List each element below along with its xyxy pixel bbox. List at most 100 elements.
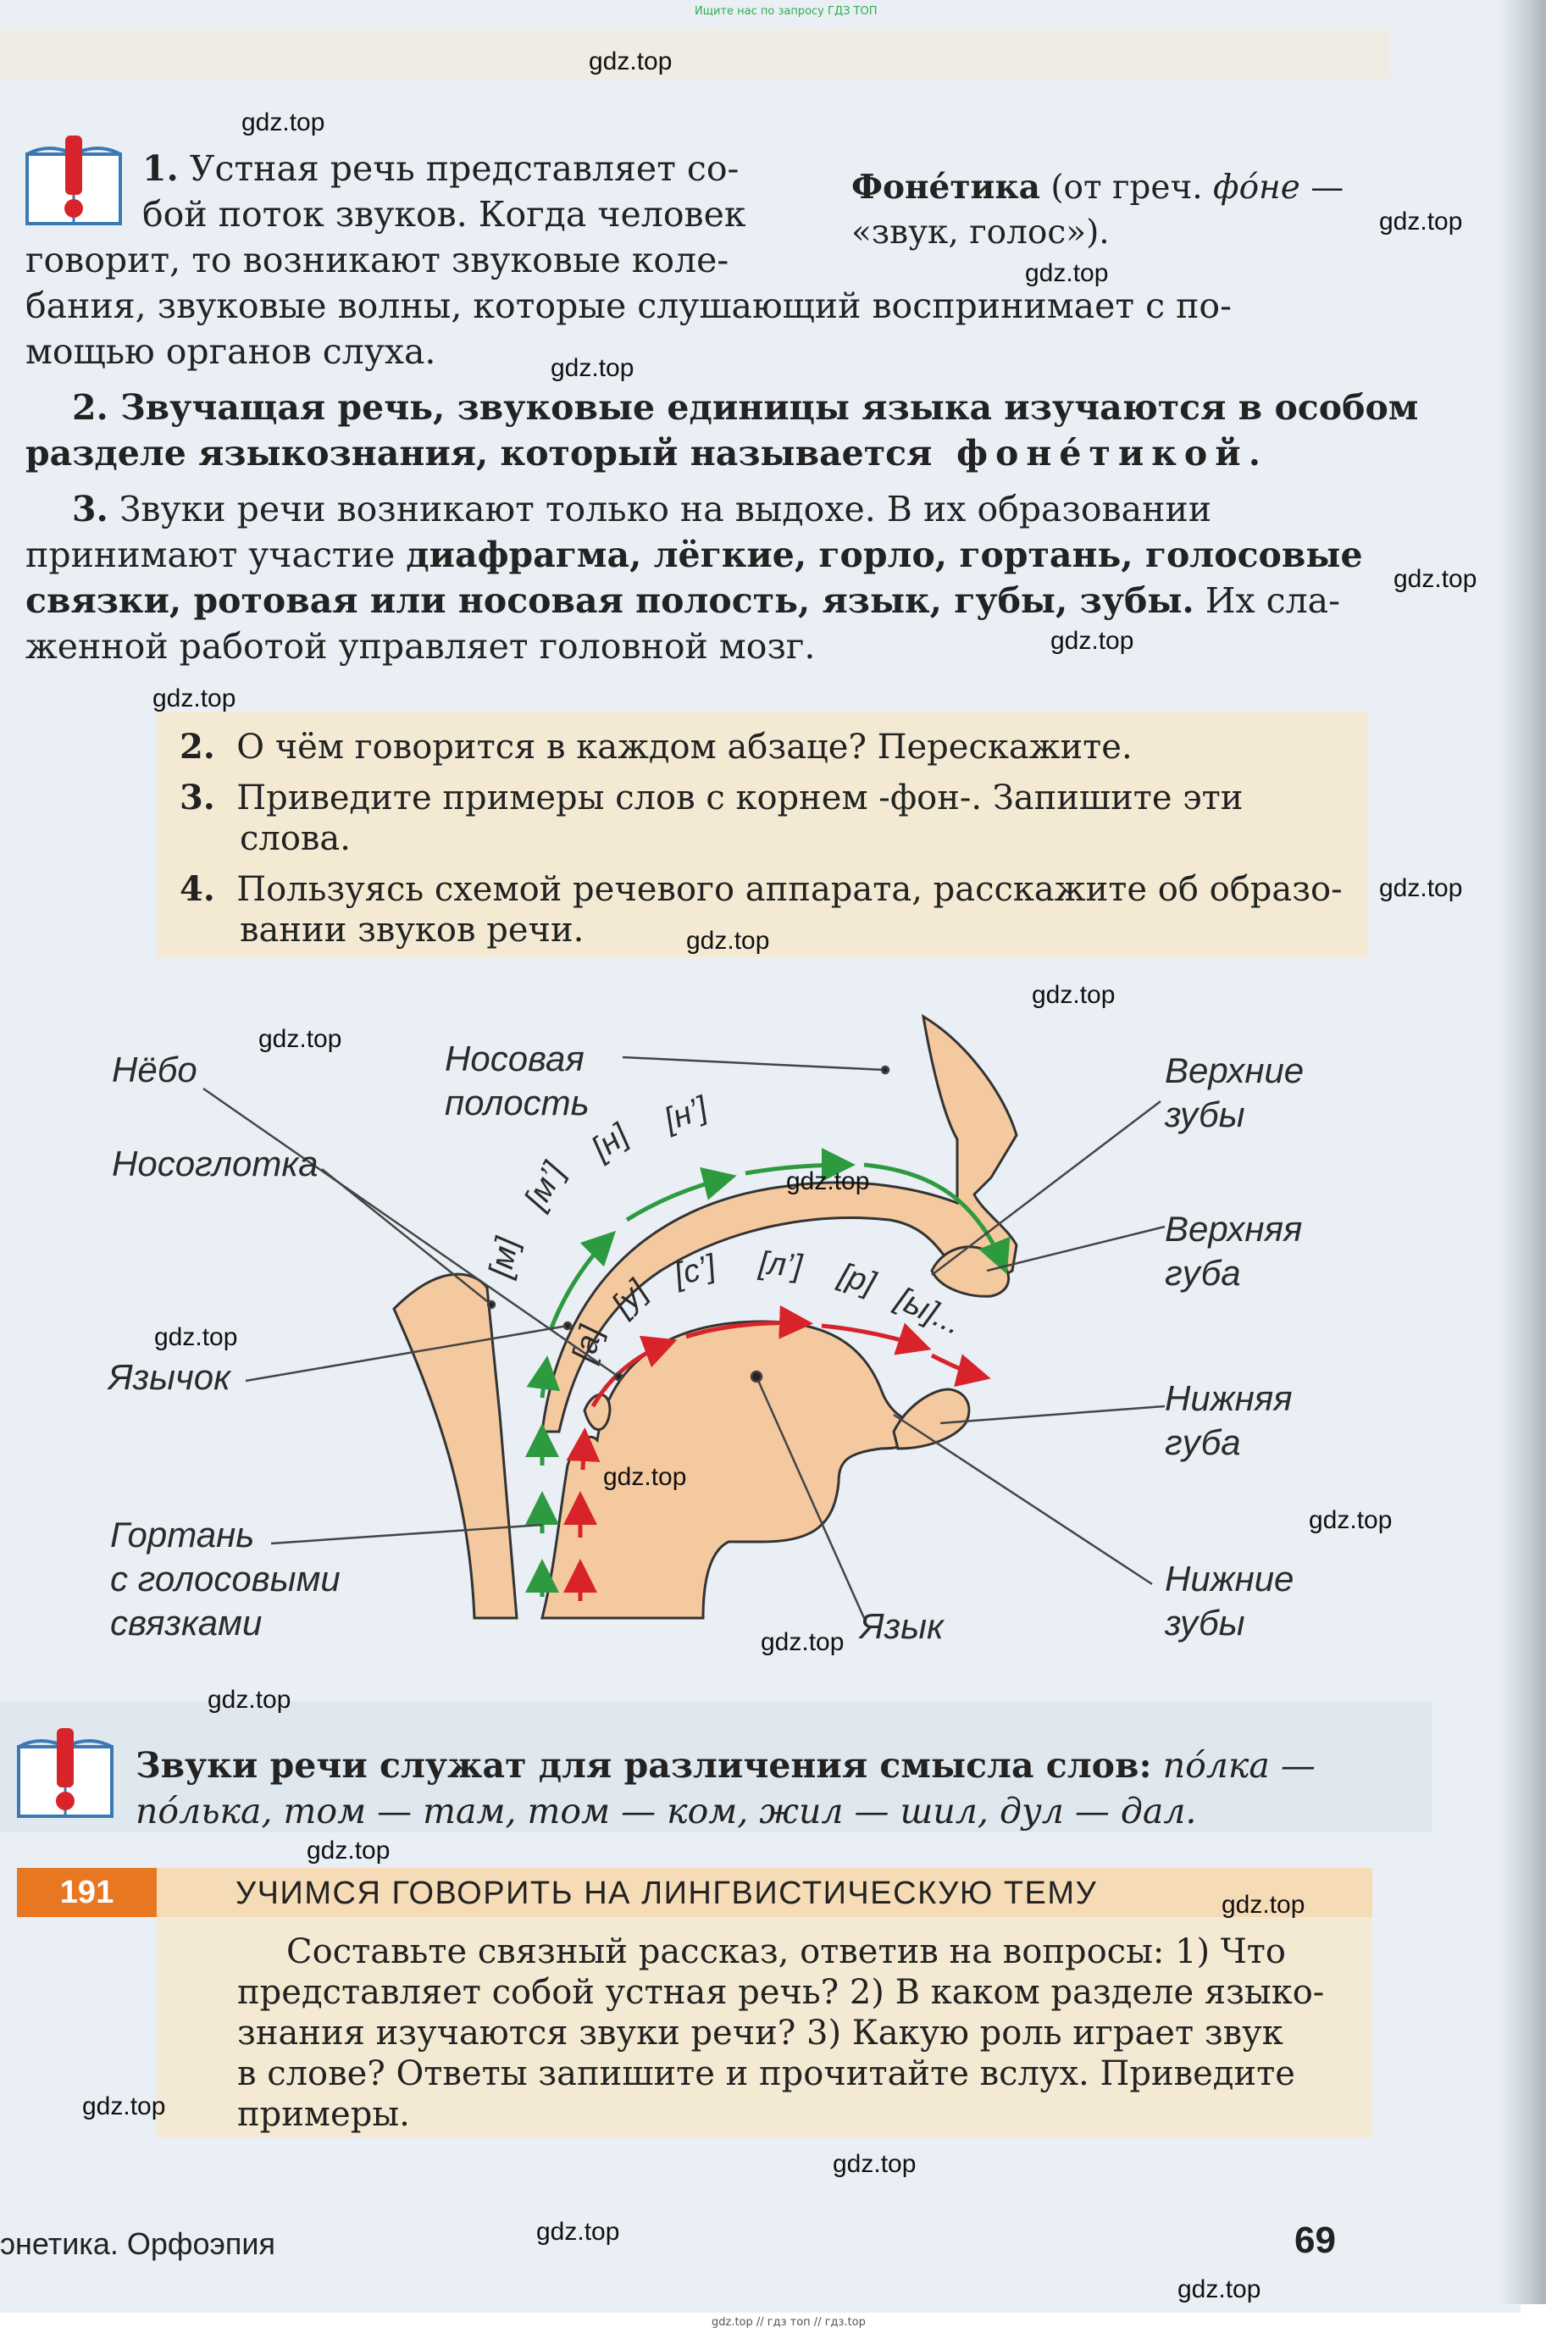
- exercise-box: [157, 1917, 1372, 2137]
- label-nasopharynx: Носоглотка: [112, 1144, 319, 1183]
- question-4: 4. Пользуясь схемой речевого аппарата, р…: [180, 869, 1343, 909]
- paragraph-3-line-4: женной работой управляет головной мозг.: [25, 626, 816, 667]
- speech-apparatus-diagram: [м] [м’] [н] [н’] [а] [у] [с’] [л’] [р] …: [202, 1014, 1166, 1620]
- paragraph-1-line-5: мощью органов слуха.: [25, 331, 436, 372]
- pointer-upper-teeth: [931, 1100, 1161, 1276]
- oral-airflow-arrows: [563, 1305, 991, 1601]
- watermark: gdz.top: [1032, 981, 1116, 1009]
- rule-box: [0, 1701, 1432, 1832]
- oral-arrow-3: [566, 1427, 601, 1471]
- label-upper-teeth-2: зубы: [1165, 1094, 1245, 1134]
- label-tongue: Язык: [860, 1606, 944, 1646]
- nasal-sound-nj: [н’]: [659, 1089, 713, 1139]
- watermark: gdz.top: [82, 2092, 166, 2120]
- watermark: gdz.top: [589, 47, 673, 75]
- watermark: gdz.top: [1025, 259, 1109, 287]
- paragraph-3-line-1: 3. Звуки речи возникают только на выдохе…: [72, 489, 1212, 529]
- label-larynx-2: с голосовыми: [110, 1559, 341, 1599]
- rule-line-2: пóлька, том — там, том — ком, жил — шил,…: [136, 1791, 1197, 1831]
- nasal-sound-m: [м]: [483, 1233, 526, 1282]
- watermark: gdz.top: [833, 2150, 917, 2178]
- nasal-sound-mj: [м’]: [518, 1155, 573, 1216]
- uvula-shape: [583, 1393, 612, 1431]
- definition-note: Фонéтика (от греч. фóне — «звук, голос»)…: [851, 168, 1344, 252]
- top-strip: [0, 30, 1389, 79]
- pointer-nasal: [622, 1056, 886, 1072]
- watermark: gdz.top: [1050, 627, 1134, 655]
- label-upper-lip-1: Верхняя: [1165, 1209, 1303, 1249]
- watermark: gdz.top: [603, 1463, 687, 1491]
- watermark: gdz.top: [686, 927, 770, 955]
- exercise-number: 191: [17, 1868, 157, 1917]
- paragraph-2-line-2: разделе языкознания, который называется …: [25, 433, 1261, 474]
- header-note: Ищите нас по запросу ГДЗ ТОП: [695, 5, 878, 18]
- oral-arrow-5: [685, 1305, 813, 1339]
- watermark: gdz.top: [1222, 1891, 1305, 1919]
- label-upper-teeth-1: Верхние: [1165, 1050, 1305, 1090]
- pointer-lower-teeth: [893, 1413, 1153, 1586]
- nasal-sound-n: [н]: [585, 1117, 636, 1167]
- watermark: gdz.top: [152, 684, 236, 712]
- question-2: 2. О чём говорится в каждом абзаце? Пере…: [180, 727, 1133, 767]
- oral-sound-lj: [л’]: [756, 1245, 805, 1284]
- exercise-header-bar: [17, 1868, 1372, 1917]
- palate-upper-jaw: [540, 1014, 1018, 1433]
- watermark: gdz.top: [1393, 565, 1477, 593]
- label-pointer-lines: [202, 1056, 1166, 1619]
- footer-section-title: ɔнетика. Орфоэпия: [0, 2226, 276, 2261]
- watermark: gdz.top: [551, 354, 634, 382]
- watermark: gdz.top: [1177, 2275, 1261, 2303]
- label-lower-lip-1: Нижняя: [1165, 1378, 1293, 1418]
- watermark: gdz.top: [154, 1323, 238, 1351]
- rule-line-1: Звуки речи служат для различения смысла …: [136, 1745, 1316, 1786]
- label-lower-teeth-2: зубы: [1165, 1603, 1245, 1643]
- pointer-lower-lip: [939, 1405, 1166, 1425]
- watermark: gdz.top: [208, 1686, 291, 1714]
- oral-arrow-4: [590, 1335, 678, 1408]
- exercise-line-4: в слове? Ответы запишите и прочитайте вс…: [237, 2054, 1295, 2093]
- watermark: gdz.top: [1379, 874, 1463, 902]
- bottom-note: gdz.top // гдз топ // гдз.top: [712, 2316, 866, 2329]
- label-larynx-3: связками: [110, 1603, 263, 1643]
- nasal-arrow-7: [745, 1148, 856, 1183]
- page-spine-shadow: [1499, 0, 1546, 2304]
- pointer-upper-lip: [986, 1225, 1166, 1272]
- lower-lip-shape: [892, 1388, 971, 1450]
- nasal-arrow-8: [863, 1162, 1011, 1275]
- page-number: 69: [1294, 2219, 1336, 2261]
- exercise-line-5: примеры.: [237, 2095, 410, 2134]
- label-lower-lip-2: губа: [1165, 1422, 1241, 1462]
- watermark: gdz.top: [1379, 208, 1463, 236]
- exclamation-book-icon-2: [17, 1728, 114, 1818]
- watermark: gdz.top: [258, 1025, 342, 1053]
- paragraph-1-line-4: бания, звуковые волны, которые слушающий…: [25, 285, 1232, 326]
- watermark: gdz.top: [307, 1837, 391, 1865]
- label-larynx-1: Гортань: [110, 1515, 255, 1554]
- nasal-airflow-arrows: [525, 1148, 1011, 1597]
- exercise-line-2: представляет собой устная речь? 2) В как…: [237, 1973, 1325, 2012]
- pointer-tongue: [755, 1376, 866, 1619]
- question-3: 3. Приведите примеры слов с корнем -фон-…: [180, 778, 1244, 817]
- oral-arrow-6: [821, 1322, 932, 1355]
- pointer-larynx: [270, 1523, 543, 1545]
- question-3-line-2: слова.: [240, 819, 351, 858]
- paragraph-3-line-2: принимают участие диафрагма, лёгкие, гор…: [25, 535, 1363, 575]
- exclamation-book-icon: [25, 136, 122, 225]
- paragraph-1-line-1: 1. Устная речь представляет со-: [142, 148, 740, 189]
- pointer-nasopharynx: [321, 1168, 492, 1305]
- paragraph-2-line-1: 2. Звучащая речь, звуковые единицы языка…: [72, 387, 1419, 428]
- exercise-line-1: Составьте связный рассказ, ответив на во…: [286, 1932, 1286, 1971]
- label-uvula: Язычок: [108, 1357, 230, 1397]
- paragraph-1-line-3: говорит, то возникают звуковые коле-: [25, 240, 729, 280]
- question-4-line-2: вании звуков речи.: [240, 911, 585, 950]
- exercise-title: УЧИМСЯ ГОВОРИТЬ НА ЛИНГВИСТИЧЕСКУЮ ТЕМУ: [235, 1876, 1098, 1911]
- label-nasal-1: Носовая: [445, 1039, 585, 1078]
- paragraph-3-line-3: связки, ротовая или носовая полость, язы…: [25, 580, 1340, 621]
- nasal-arrow-6: [625, 1166, 737, 1222]
- label-nasal-2: полость: [445, 1083, 590, 1122]
- watermark: gdz.top: [241, 108, 325, 136]
- paragraph-1-line-2: бой поток звуков. Когда человек: [142, 194, 746, 235]
- watermark: gdz.top: [786, 1167, 870, 1195]
- label-nebo: Нёбо: [112, 1050, 197, 1089]
- label-lower-teeth-1: Нижние: [1165, 1559, 1294, 1599]
